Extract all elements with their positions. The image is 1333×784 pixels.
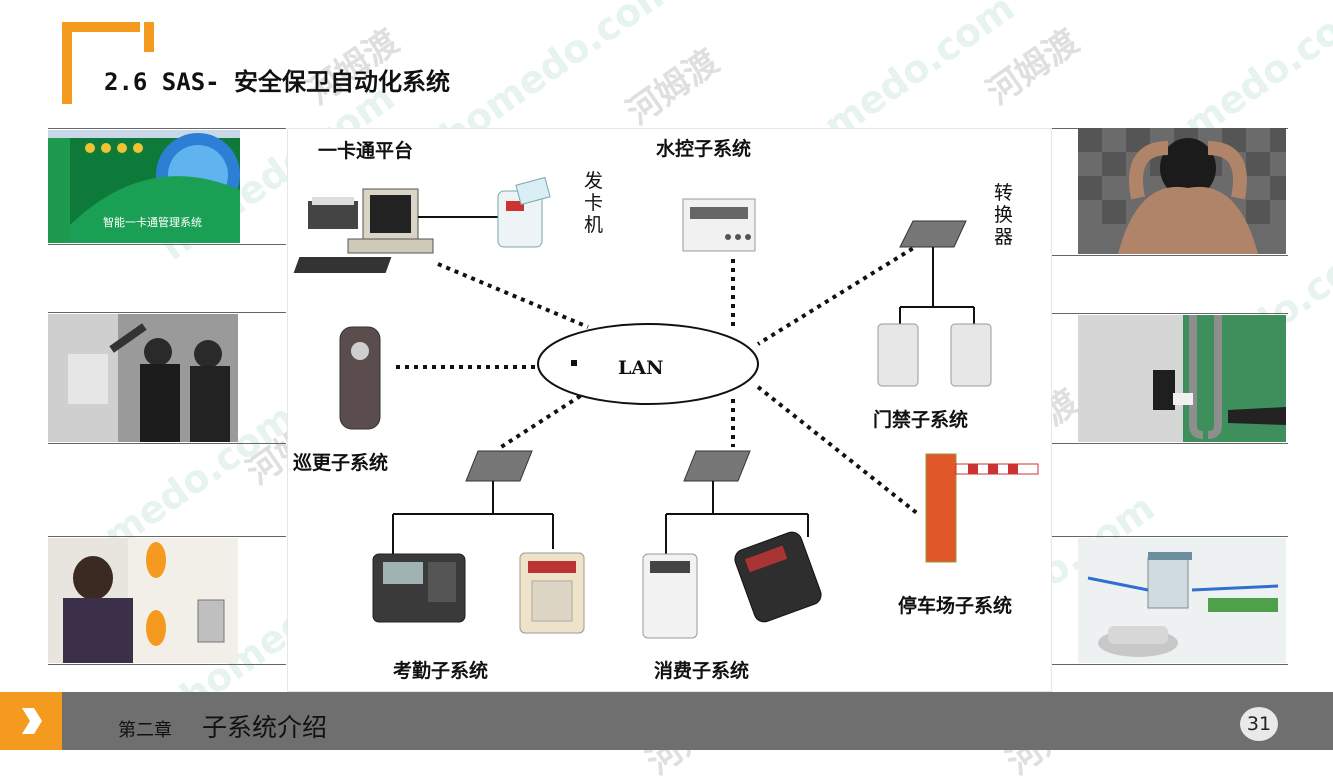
handheld-pos-icon: [734, 531, 822, 623]
security-guards-image: [48, 314, 238, 442]
watermark-text: 河姆渡: [979, 21, 1087, 114]
water-control-label: 水控子系统: [656, 137, 751, 160]
photo-rule: [48, 664, 286, 665]
parking-label: 停车场子系统: [898, 594, 1012, 617]
parking-gate-image: [1078, 538, 1286, 663]
lan-ellipse: [537, 323, 759, 405]
footer-accent-tab: [0, 692, 62, 750]
shower-image: [1078, 128, 1286, 254]
page-number: 31: [1240, 707, 1278, 741]
footer-bar: [0, 692, 1333, 750]
photo-rule: [1050, 443, 1288, 444]
switch-icon: [465, 450, 533, 482]
lan-label: LAN: [618, 357, 663, 379]
photo-rule: [1050, 255, 1288, 256]
title-bracket-tail: [140, 22, 154, 52]
photo-rule: [1050, 313, 1288, 314]
card-issuer-icon: [497, 176, 551, 248]
photo-rule: [48, 536, 286, 537]
network-diagram: LAN 一卡通平台 发卡机 水控子系统: [287, 128, 1052, 692]
parking-barrier-icon: [925, 453, 1039, 563]
pos-terminal-icon: [642, 553, 698, 639]
title-bracket-decoration: [62, 22, 140, 104]
page-title: 2.6 SAS- 安全保卫自动化系统: [104, 68, 451, 96]
footer-chapter: 第二章: [118, 720, 172, 741]
screen-caption: 智能一卡通管理系统: [103, 215, 202, 229]
computer-icon: [293, 188, 434, 273]
staff-card-swipe-image: [48, 538, 238, 663]
door-access-image: [1078, 315, 1286, 442]
photo-rule: [48, 128, 286, 129]
photo-rule: [48, 244, 286, 245]
chevron-right-icon: [22, 708, 42, 734]
card-system-screen-image: 智能一卡通管理系统: [48, 130, 240, 243]
keypad-terminal-icon: [519, 552, 585, 634]
access-reader-icon: [877, 323, 992, 387]
photo-rule: [48, 312, 286, 313]
network-links: [396, 237, 930, 516]
water-controller-icon: [682, 198, 756, 252]
converter-label: 转换器: [994, 182, 1013, 248]
card-issuer-label: 发卡机: [584, 170, 603, 236]
watermark-text: 河姆渡: [619, 41, 727, 134]
photo-rule: [1050, 536, 1288, 537]
attendance-terminal-icon: [372, 553, 466, 623]
attendance-label: 考勤子系统: [393, 659, 488, 682]
switch-icon: [683, 450, 751, 482]
patrol-device-icon: [339, 326, 381, 430]
patrol-label: 巡更子系统: [293, 451, 388, 474]
card-platform-label: 一卡通平台: [318, 139, 413, 162]
consumption-label: 消费子系统: [654, 659, 749, 682]
footer-section-title: 子系统介绍: [202, 713, 328, 742]
photo-rule: [1050, 664, 1288, 665]
access-control-label: 门禁子系统: [873, 408, 968, 431]
photo-rule: [48, 443, 286, 444]
converter-icon: [899, 220, 967, 248]
